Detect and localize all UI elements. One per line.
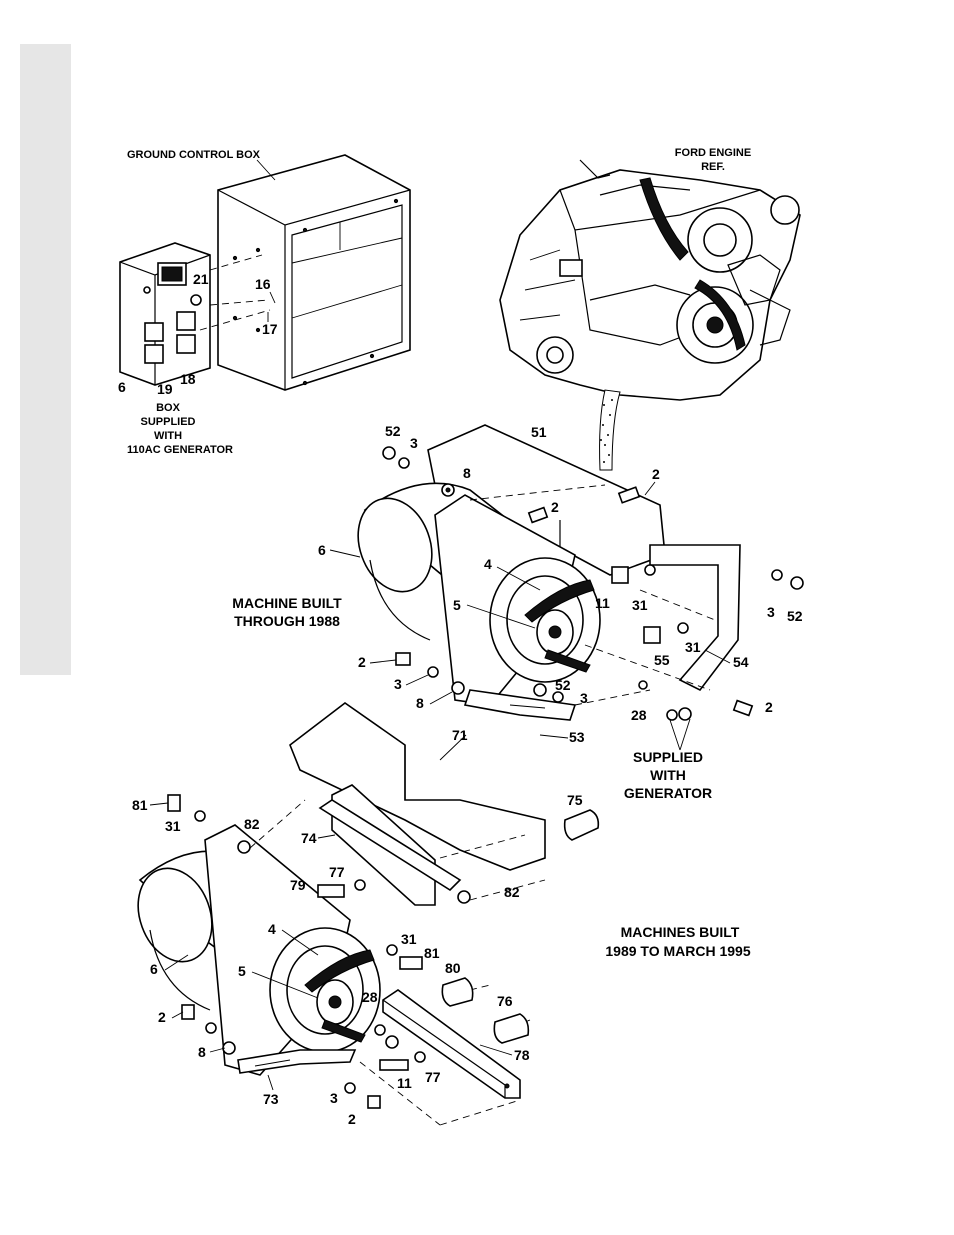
ford-engine-illustration bbox=[500, 160, 800, 400]
callout-number: 52 bbox=[385, 423, 401, 439]
callout-number: 16 bbox=[255, 276, 271, 292]
callout-number: 74 bbox=[301, 830, 317, 846]
callout-number: REF. bbox=[701, 161, 725, 173]
callout-number: 6 bbox=[318, 542, 326, 558]
callout-number: 4 bbox=[268, 921, 276, 937]
callout-number: MACHINE BUILT bbox=[232, 595, 342, 611]
callout-number: 2 bbox=[158, 1009, 166, 1025]
callout-number: 2 bbox=[765, 699, 773, 715]
callout-number: 55 bbox=[654, 652, 670, 668]
outlet-box bbox=[120, 243, 210, 385]
callout-number: 8 bbox=[463, 465, 471, 481]
callout-number: 54 bbox=[733, 654, 749, 670]
callout-number: 77 bbox=[425, 1069, 441, 1085]
callout-number: 17 bbox=[262, 321, 278, 337]
callout-number: SUPPLIED bbox=[140, 416, 195, 428]
callout-number: 52 bbox=[555, 677, 571, 693]
ground-control-box-label: GROUND CONTROL BOX bbox=[127, 149, 261, 161]
callout-number: 31 bbox=[165, 818, 181, 834]
callout-number: 80 bbox=[445, 960, 461, 976]
callout-number: 76 bbox=[497, 993, 513, 1009]
callout-number: 5 bbox=[453, 597, 461, 613]
callout-number: 28 bbox=[362, 989, 378, 1005]
callout-number: 31 bbox=[685, 639, 701, 655]
callout-number: WITH bbox=[154, 430, 182, 442]
callout-number: 53 bbox=[569, 729, 585, 745]
callout-number: 31 bbox=[401, 931, 417, 947]
callout-number: 11 bbox=[595, 595, 610, 611]
generator-upper bbox=[346, 425, 740, 720]
callout-number: 11 bbox=[397, 1075, 412, 1091]
callout-number: 28 bbox=[631, 707, 647, 723]
callout-number: 18 bbox=[180, 371, 196, 387]
callout-number: 31 bbox=[632, 597, 648, 613]
callout-number: 3 bbox=[394, 676, 402, 692]
callout-number: 3 bbox=[330, 1090, 338, 1106]
callout-number: 4 bbox=[484, 556, 492, 572]
callout-number: BOX bbox=[156, 402, 181, 414]
callout-number: 81 bbox=[424, 945, 440, 961]
callout-number: 19 bbox=[157, 381, 173, 397]
callout-number: 75 bbox=[567, 792, 583, 808]
callout-number: THROUGH 1988 bbox=[234, 613, 340, 629]
callout-number: 81 bbox=[132, 797, 148, 813]
callout-number: MACHINES BUILT bbox=[621, 924, 740, 940]
callout-number: 2 bbox=[358, 654, 366, 670]
callout-number: 82 bbox=[504, 884, 520, 900]
callout-number: 2 bbox=[348, 1111, 356, 1127]
callout-number: SUPPLIED bbox=[633, 749, 703, 765]
callout-number: 77 bbox=[329, 864, 345, 880]
callout-number: 73 bbox=[263, 1091, 279, 1107]
callout-number: 79 bbox=[290, 877, 306, 893]
callout-number: 82 bbox=[244, 816, 260, 832]
callout-number: 110AC GENERATOR bbox=[127, 444, 233, 456]
callout-number: 3 bbox=[767, 604, 775, 620]
callout-number: 21 bbox=[193, 271, 209, 287]
callout-number: 6 bbox=[118, 379, 126, 395]
generator-lower bbox=[126, 703, 545, 1098]
ground-control-box bbox=[218, 155, 410, 390]
callout-number: 2 bbox=[652, 466, 660, 482]
callout-number: 3 bbox=[580, 690, 588, 706]
callout-number: 1989 TO MARCH 1995 bbox=[605, 943, 750, 959]
callout-number: 8 bbox=[416, 695, 424, 711]
callout-number: 52 bbox=[787, 608, 803, 624]
callout-number: 6 bbox=[150, 961, 158, 977]
callout-number: 5 bbox=[238, 963, 246, 979]
callout-number: WITH bbox=[650, 767, 686, 783]
callout-number: 51 bbox=[531, 424, 547, 440]
callout-number: FORD ENGINE bbox=[675, 147, 751, 159]
callout-number: 2 bbox=[551, 499, 559, 515]
callout-number: 78 bbox=[514, 1047, 530, 1063]
callout-number: GENERATOR bbox=[624, 785, 712, 801]
callout-number: 8 bbox=[198, 1044, 206, 1060]
callout-number: 3 bbox=[410, 435, 418, 451]
